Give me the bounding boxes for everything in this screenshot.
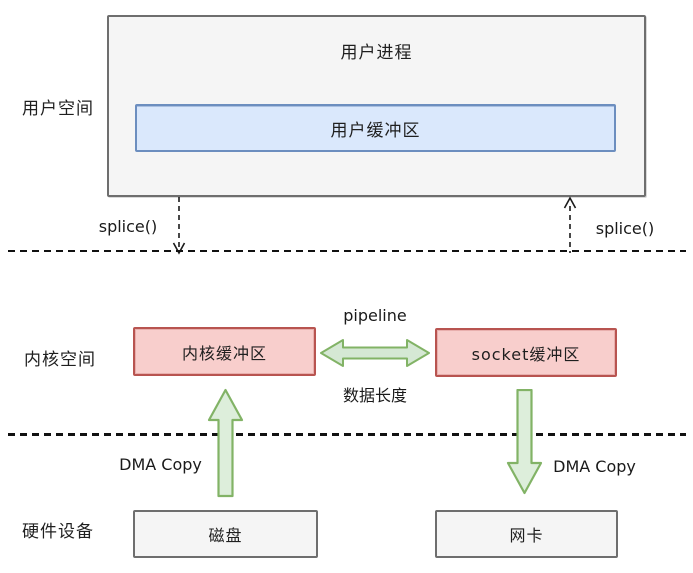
dma-up-arrow-icon xyxy=(207,388,244,498)
kernel-space-layer-label: 内核空间 xyxy=(24,350,96,370)
splice-down-arrow-icon xyxy=(172,197,186,255)
splice-up-arrow-icon xyxy=(563,196,577,253)
disk-box: 磁盘 xyxy=(133,510,318,558)
user-buffer-box: 用户缓冲区 xyxy=(135,104,616,152)
socket-buffer-box: socket缓冲区 xyxy=(435,328,617,377)
user-kernel-separator xyxy=(8,250,686,252)
user-space-layer-label: 用户空间 xyxy=(22,99,94,119)
dma-copy-left-label: DMA Copy xyxy=(119,455,202,474)
splice-right-label: splice() xyxy=(595,219,655,238)
pipeline-label: pipeline xyxy=(343,306,407,325)
kernel-buffer-box: 内核缓冲区 xyxy=(133,327,316,376)
nic-box: 网卡 xyxy=(435,510,618,558)
pipeline-double-arrow-icon xyxy=(320,339,430,367)
data-length-label: 数据长度 xyxy=(342,386,407,405)
kernel-hardware-separator xyxy=(8,433,686,436)
dma-down-arrow-icon xyxy=(506,389,543,495)
user-process-label: 用户进程 xyxy=(340,43,413,63)
splice-left-label: splice() xyxy=(98,217,158,236)
hardware-layer-label: 硬件设备 xyxy=(22,522,94,542)
dma-copy-right-label: DMA Copy xyxy=(553,457,636,476)
